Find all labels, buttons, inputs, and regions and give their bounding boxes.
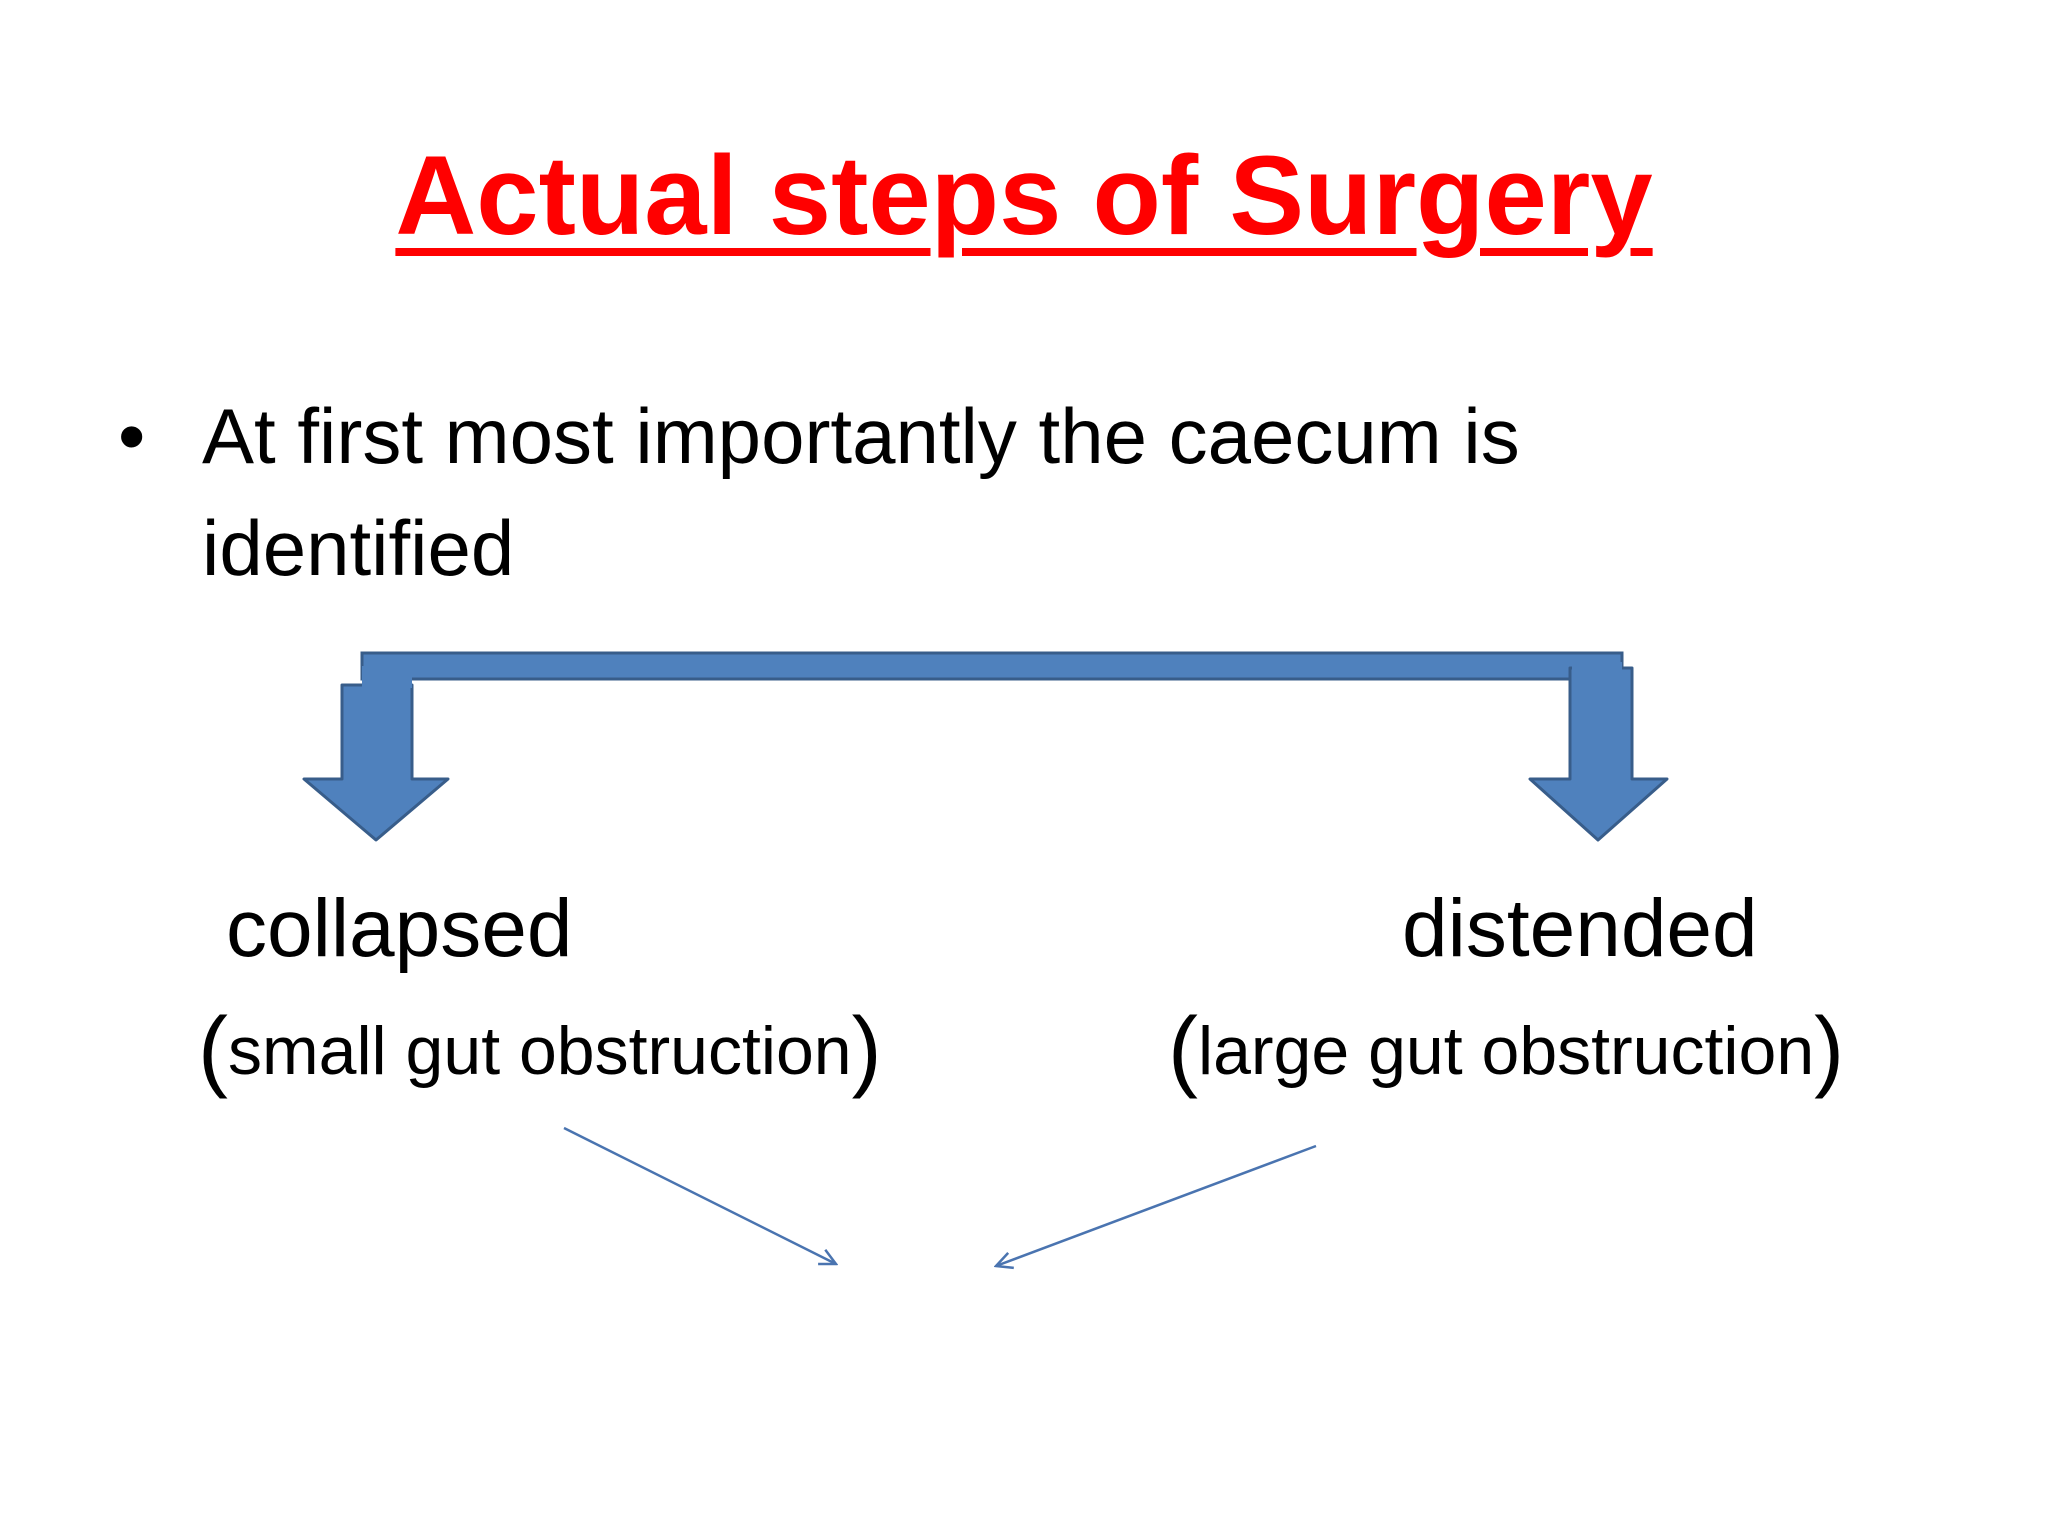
small-gut-obstruction-note: (small gut obstruction) — [198, 1005, 882, 1095]
left-thin-arrow — [563, 1126, 836, 1264]
right-block-arrow — [1528, 666, 1669, 842]
distended-label: distended — [1402, 883, 1758, 974]
right-close-paren: ) — [1814, 1000, 1845, 1100]
right-arm-joint — [1572, 662, 1622, 676]
bullet-line-2: identified — [202, 504, 515, 592]
small-gut-obstruction-text: small gut obstruction — [227, 1013, 852, 1089]
collapsed-label: collapsed — [226, 883, 573, 974]
left-open-paren: ( — [198, 1000, 228, 1100]
left-arm-joint — [362, 666, 412, 688]
bullet-line-1: At first most importantly the caecum is — [202, 392, 1520, 480]
bullet-marker: • — [118, 392, 146, 480]
left-block-arrow — [302, 683, 450, 842]
right-open-paren: ( — [1168, 1000, 1198, 1100]
right-thin-arrow — [996, 1144, 1317, 1266]
slide-title: Actual steps of Surgery — [0, 132, 2048, 261]
large-gut-obstruction-text: large gut obstruction — [1197, 1013, 1815, 1089]
connector-bar — [360, 651, 1624, 681]
slide-title-text: Actual steps of Surgery — [395, 133, 1653, 258]
large-gut-obstruction-note: (large gut obstruction) — [1168, 1005, 1844, 1095]
bullet-text: At first most importantly the caecum is … — [202, 380, 1762, 604]
left-close-paren: ) — [851, 1000, 882, 1100]
